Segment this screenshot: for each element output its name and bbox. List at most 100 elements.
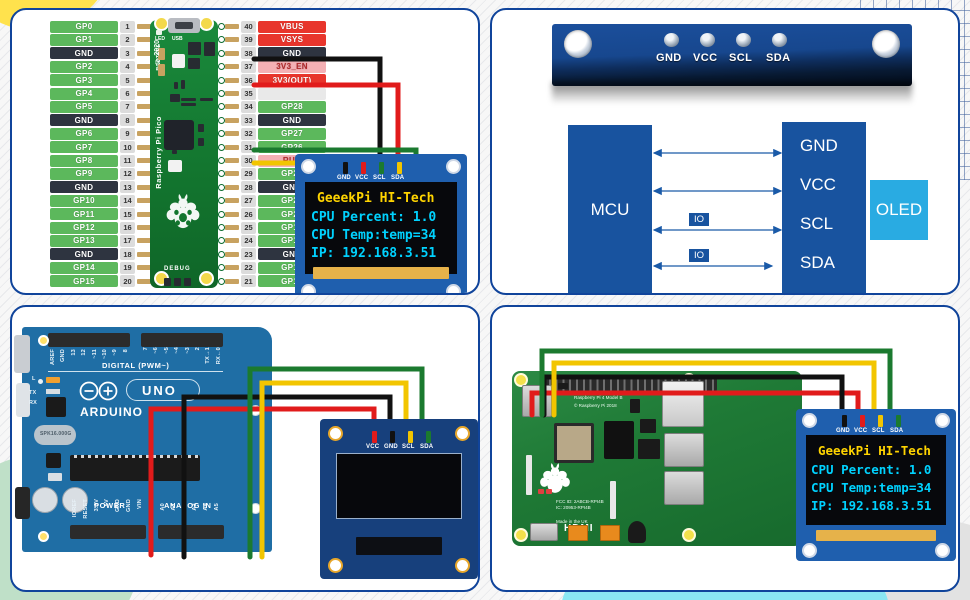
pico-pin-leg [225,117,239,123]
mcu-block [568,125,652,293]
arduino-crystal [34,425,76,445]
arduino-pin-label-vin: VIN [136,499,143,509]
pico-pin-label-GP2: GP2 [50,60,118,73]
rpi-hdmi-port-1 [600,525,620,541]
oled-pin-label-vcc: VCC [854,428,868,434]
oled-hole-bl [328,558,343,573]
pico-usb-connector [168,18,200,33]
pico-pin-number-4: 4 [120,60,135,73]
pico-year-label: © 2020 [154,40,161,65]
pico-component-e [188,58,200,69]
oled-pin-label-gnd: GND [337,175,351,181]
pico-pin-label-3V3_EN: 3V3_EN [258,60,326,73]
rpi-usbc-power-port [530,523,558,541]
pico-pin-number-12: 12 [120,167,135,180]
arduino-led-l-light [46,377,60,383]
arduino-led-l-label: L [32,376,36,382]
pico-pin-number-21: 21 [241,275,256,288]
io-label-sda: IO [689,249,710,262]
oled-pin-label-sda: SDA [420,444,434,450]
pico-component-b [158,64,165,76]
arduino-pin-label-ioref: IOREF [72,499,78,518]
oled-line-1: GeeekPi HI-Tech [818,443,931,458]
arduino-led-tx [46,389,60,394]
oled-block-label: OLED [875,200,923,219]
arduino-brand-label: ARDUINO [80,405,143,419]
io-label-scl: IO [689,213,710,226]
rpi-led-activity [546,489,552,494]
arduino-pin-label-gnd: GND [60,349,67,363]
pico-pin-leg [137,64,151,70]
oled-flex-connector [313,267,449,279]
pico-pin-pad [218,157,225,164]
arduino-pin-label-reset: RESET [82,499,89,519]
raspberry-pi-logo-icon [540,463,570,493]
pico-component-m [198,138,204,146]
rpi-display-connector [526,455,532,495]
pico-pin-leg [137,50,151,56]
arduino-pin-label-tx1: TX→1 [205,347,212,364]
oled-line-3: CPU Temp:temp=34 [311,228,437,243]
oled-header-pin-sda [397,162,402,174]
connection-arrows [652,148,783,271]
pico-pin-label-GP14: GP14 [50,261,118,274]
pico-pin-number-10: 10 [120,141,135,154]
arduino-pin-label-5: ~5 [163,347,170,354]
oled-header-pin-gnd [842,415,847,427]
pico-pin-number-11: 11 [120,154,135,167]
pico-pin-number-27: 27 [241,194,256,207]
oled-header-pin-scl [408,431,413,443]
pico-pin-pad [218,143,225,151]
oled-pin-label-sda: SDA [391,175,405,181]
pico-pin-label-GP0: GP0 [50,20,118,33]
arduino-pin-label-3: ~3 [184,347,191,354]
pico-pin-leg [225,171,239,177]
pico-pin-leg [225,144,239,150]
pico-component-n [168,160,182,172]
raspberry-pi-logo-icon [166,193,200,229]
arduino-digital-header-left [48,333,130,347]
rpi-mount-hole-bl [514,528,528,542]
rpi-led-power [538,489,544,494]
pico-component-l [198,124,204,132]
oled-header-pin-scl [878,415,883,427]
pico-pin-leg [137,211,151,217]
module-pin-sda: SDA [800,253,835,272]
pico-pin-number-40: 40 [241,20,256,33]
arduino-power-header-label: POWER [94,501,126,510]
arduino-mount-hole-br [250,503,261,514]
rpi-soc-chip [554,423,594,463]
pico-pin-pad [218,36,225,44]
pico-pin-leg [137,117,151,123]
pico-pin-number-32: 32 [241,127,256,140]
arduino-digital-header-right [141,333,223,347]
oled-hole-br [935,543,950,558]
module-pin-scl: SCL [800,214,834,233]
pico-mount-hole-tl [154,16,169,31]
pico-pin-pad [218,237,225,245]
rpi-usb3-ports [664,433,704,467]
arduino-usb-port [14,335,30,373]
rpi-fcc-text: FCC ID: 2ABCB-RPI4B [556,499,604,504]
rpi-ethernet-port [662,381,704,427]
oled-pin-label-vcc: VCC [355,175,369,181]
rpi-component-c [640,419,656,433]
arduino-component-left [16,383,30,417]
pico-pin-number-13: 13 [120,181,135,194]
pico-rp2040-chip [164,120,194,150]
rpi-component-d [638,439,660,459]
rpi-mount-hole-tl [514,373,528,387]
arduino-mount-hole-tr [250,405,261,416]
arduino-silk-line-top [48,371,223,372]
